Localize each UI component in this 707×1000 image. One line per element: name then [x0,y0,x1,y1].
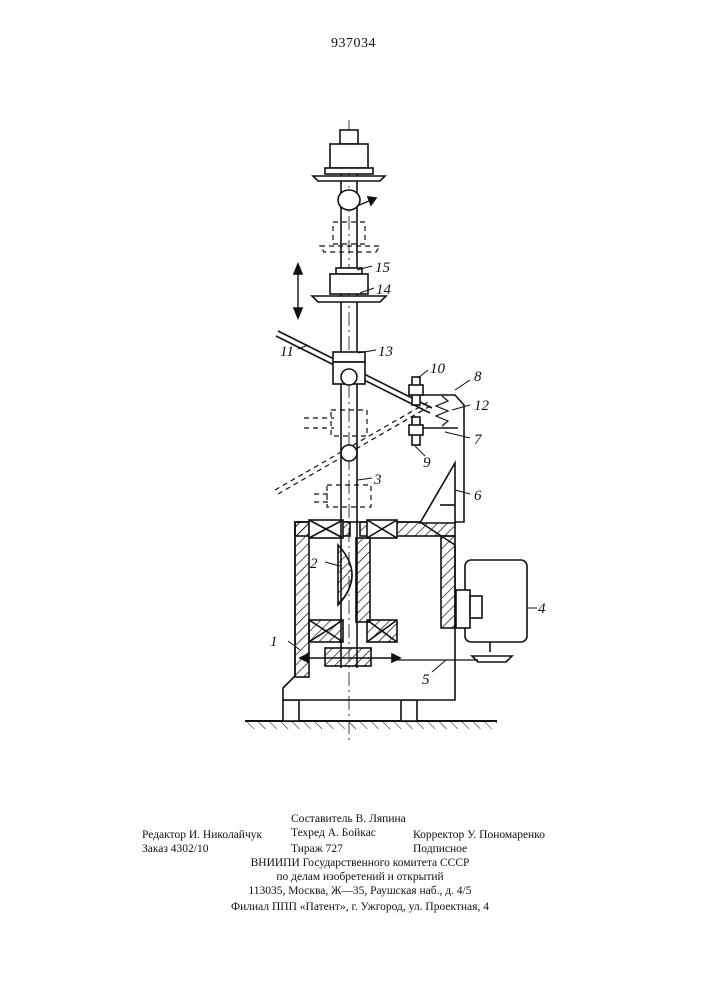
part-label-4: 4 [538,601,546,617]
part-label-13: 13 [378,344,393,360]
proofreader-line: Корректор У. Пономаренко [413,828,545,843]
tech-editor-line: Техред А. Бойкас [291,826,376,841]
machine-drawing [245,120,537,740]
part-label-15: 15 [375,260,391,276]
vertical-travel-arrow [294,264,302,318]
editor-line: Редактор И. Николайчук [142,828,262,843]
part-label-14: 14 [376,282,392,298]
motor [456,560,527,662]
clamp-13 [333,352,365,461]
part-label-6: 6 [474,488,482,504]
circulation-line: Тираж 727 [291,842,343,857]
top-assembly [313,130,385,210]
part-label-12: 12 [474,398,490,414]
subscription-line: Подписное [413,842,467,857]
ground-base [245,700,497,729]
branch-line: Филиал ППП «Патент», г. Ужгород, ул. Про… [180,900,540,915]
publisher-address: 113035, Москва, Ж—35, Раушская наб., д. … [200,884,520,899]
publisher-line-1: ВНИИПИ Государственного комитета СССР [200,856,520,871]
part-label-3: 3 [373,472,382,488]
part-label-11: 11 [280,344,294,360]
part-label-8: 8 [474,369,482,385]
part-label-7: 7 [474,432,483,448]
bracket-assembly [409,377,464,523]
part-label-1: 1 [270,634,278,650]
part-label-9: 9 [423,455,431,471]
order-line: Заказ 4302/10 [142,842,209,857]
compiler-line: Составитель В. Ляпина [291,812,406,827]
publisher-line-2: по делам изобретений и открытий [200,870,520,885]
part-label-10: 10 [430,361,446,377]
part-label-2: 2 [310,556,318,572]
part-label-5: 5 [422,672,430,688]
